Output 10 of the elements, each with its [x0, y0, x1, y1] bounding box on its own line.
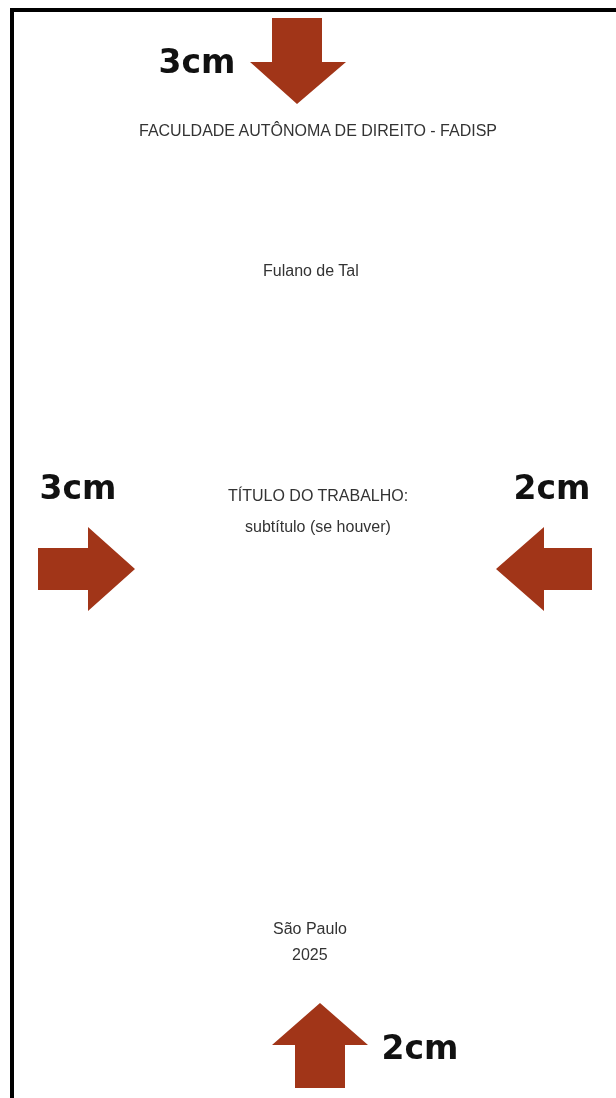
page-text: Fulano de Tal — [263, 261, 359, 281]
margin-label: 2cm — [381, 1028, 459, 1068]
margin-label: 3cm — [158, 42, 236, 82]
page-text: subtítulo (se houver) — [245, 517, 391, 537]
margin-label: 2cm — [513, 468, 591, 508]
margin-label: 3cm — [39, 468, 117, 508]
page-text: 2025 — [292, 945, 328, 965]
page-text: FACULDADE AUTÔNOMA DE DIREITO - FADISP — [139, 121, 497, 141]
page-text: TÍTULO DO TRABALHO: — [228, 486, 409, 506]
page-text: São Paulo — [273, 919, 347, 939]
